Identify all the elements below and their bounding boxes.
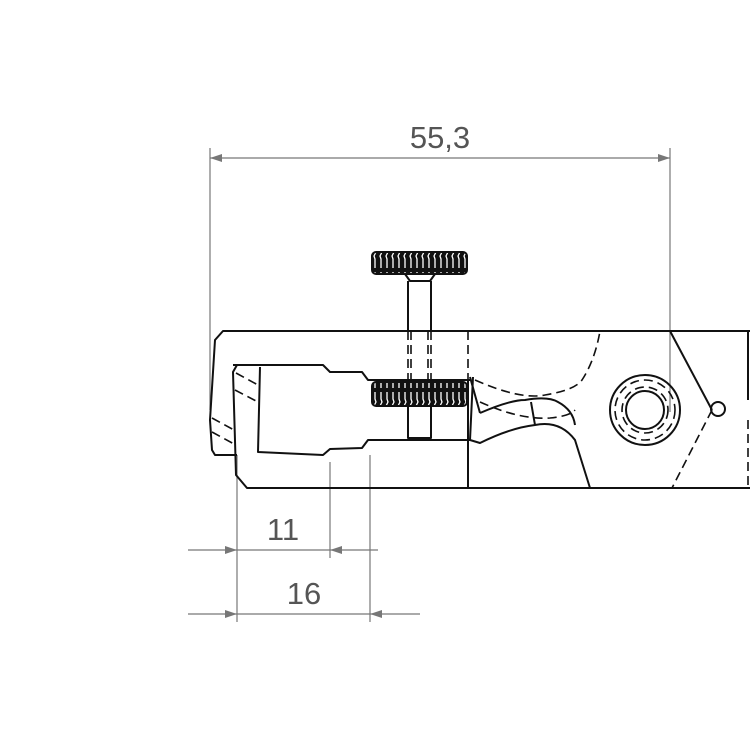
cutting-jaw-upper (479, 397, 576, 426)
jaw-tick (530, 401, 536, 426)
dimension-label-overall: 55,3 (410, 120, 470, 155)
hidden-jaw-curve (479, 401, 576, 419)
dimension-overall: 55,3 (209, 120, 671, 412)
pivot-hidden-ring (614, 379, 676, 441)
screw-neck (404, 273, 436, 282)
dimension-label-11: 11 (267, 512, 299, 547)
outer-frame (209, 330, 750, 456)
pivot-outer-icon (609, 374, 681, 446)
jaw-edge (469, 376, 481, 414)
hidden-jaw-curve (474, 330, 601, 397)
diagonal-edge (669, 330, 713, 411)
pivot-hidden-ring (621, 386, 669, 434)
cutting-jaw-lower (469, 376, 591, 489)
hidden-diagonal (671, 409, 713, 489)
inner-jaw-top (233, 364, 470, 381)
lower-jaw (232, 364, 750, 489)
hidden-thread (407, 331, 432, 382)
pivot-hole (625, 390, 665, 430)
dimension-label-16: 16 (287, 576, 321, 611)
knurled-knob-top[interactable] (371, 251, 468, 275)
adjusting-screw (371, 251, 468, 439)
dimension-11: 11 (188, 455, 378, 622)
dimension-16: 16 (188, 455, 420, 622)
pin-hole (710, 401, 726, 417)
knurled-knob-lock[interactable] (371, 381, 468, 407)
screw-tip (407, 406, 432, 439)
inner-jaw-bottom (257, 366, 470, 456)
tool-body (209, 330, 750, 489)
